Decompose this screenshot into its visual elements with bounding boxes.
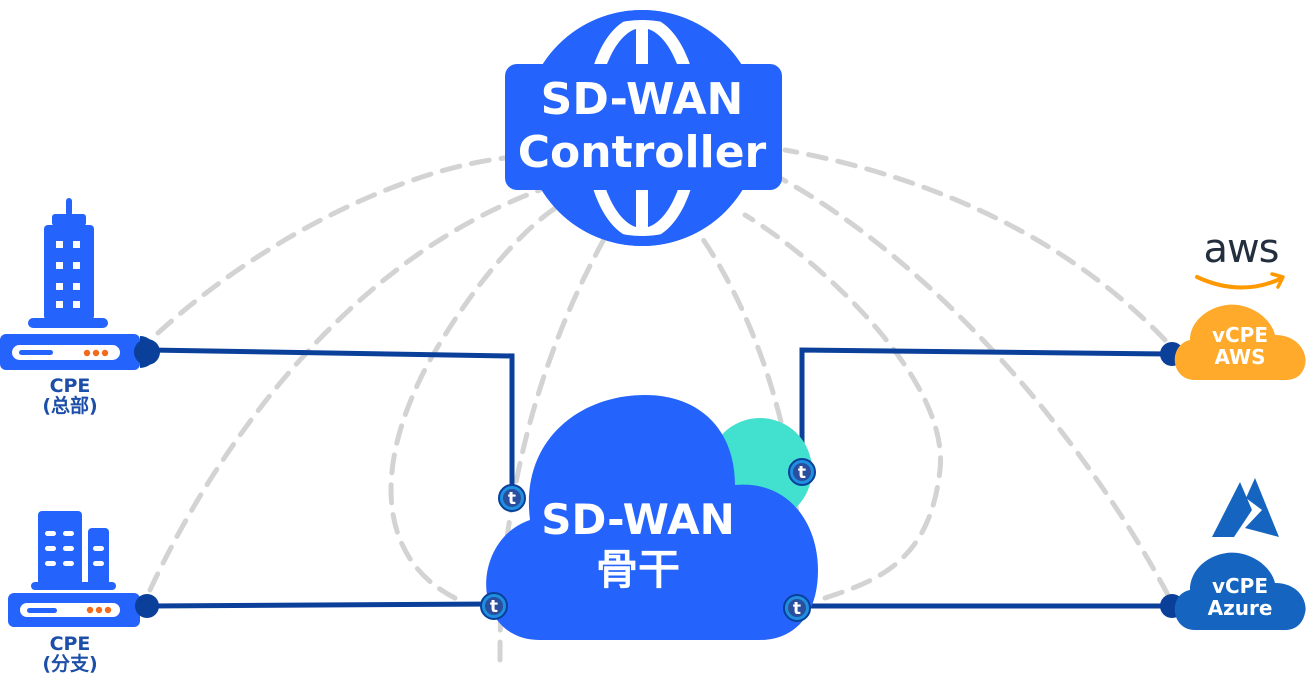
backbone-cloud-icon	[486, 395, 818, 640]
cpe-branch-label-line1: CPE	[49, 633, 91, 655]
tunnel-endpoint-glyph: t	[793, 599, 801, 619]
dashed-link-controller-cpe-hq-outer	[155, 155, 508, 336]
dashed-link-controller-vcpe-aws	[782, 147, 1168, 343]
controller-globe-icon	[505, 10, 782, 246]
tunnel-endpoint-icon-right-bottom: t	[783, 594, 811, 622]
dashed-link-controller-cpe-branch	[147, 187, 543, 593]
cpe-branch-label: CPE (分支)	[10, 633, 130, 675]
cpe-branch-label-line2: (分支)	[42, 652, 98, 675]
tunnel-endpoint-icon-left-bottom: t	[480, 592, 508, 620]
dashed-link-controller-vcpe-azure	[777, 175, 1171, 598]
controller-label: SD-WAN Controller	[497, 74, 787, 180]
tunnel-endpoint-icon-left-top: t	[498, 484, 526, 512]
tunnel-endpoint-glyph: t	[490, 597, 498, 617]
office-tower-icon	[28, 198, 108, 328]
dashed-link-controller-cpe-hq-inner	[388, 202, 563, 601]
vcpe-azure-label-line2: Azure	[1207, 596, 1273, 620]
controller-label-line1: SD-WAN	[540, 74, 744, 125]
cpe-hq-router-icon	[0, 334, 160, 370]
aws-logo-icon	[1195, 272, 1285, 290]
control-links	[147, 147, 1171, 663]
cpe-hq-label-line2: (总部)	[42, 394, 98, 417]
tunnel-endpoint-icon-right-top: t	[788, 458, 816, 486]
cpe-hq-label: CPE (总部)	[10, 375, 130, 417]
dashed-link-controller-vcpe-azure-inner	[742, 212, 943, 601]
vcpe-azure-cloud-icon	[1160, 552, 1306, 630]
tunnel-endpoint-glyph: t	[798, 463, 806, 483]
vcpe-azure-label-line1: vCPE	[1211, 574, 1269, 598]
solid-link-cpe-hq-backbone	[149, 347, 515, 492]
data-links	[149, 347, 1171, 609]
vcpe-aws-cloud-icon	[1160, 304, 1306, 380]
cpe-hq-label-line1: CPE	[49, 375, 91, 397]
vcpe-aws-label-line2: AWS	[1214, 345, 1266, 369]
backbone-label-line2: 骨干	[595, 545, 680, 595]
aws-logo-text: aws	[1203, 226, 1279, 272]
backbone-label-line1: SD-WAN	[541, 495, 735, 544]
backbone-label: SD-WAN 骨干	[508, 495, 768, 596]
vcpe-aws-label-line1: vCPE	[1211, 323, 1269, 347]
vcpe-aws-label: vCPE AWS	[1185, 324, 1295, 368]
office-buildings-icon	[31, 511, 116, 590]
azure-logo-icon	[1212, 478, 1279, 537]
solid-link-backbone-vcpe-aws	[799, 347, 1171, 468]
tunnel-endpoints: t t t t	[480, 458, 816, 622]
tunnel-endpoint-glyph: t	[508, 489, 516, 509]
vcpe-azure-label: vCPE Azure	[1185, 575, 1295, 619]
controller-label-line2: Controller	[517, 126, 767, 178]
solid-link-cpe-branch-backbone	[149, 601, 495, 609]
cpe-branch-router-icon	[8, 593, 159, 627]
